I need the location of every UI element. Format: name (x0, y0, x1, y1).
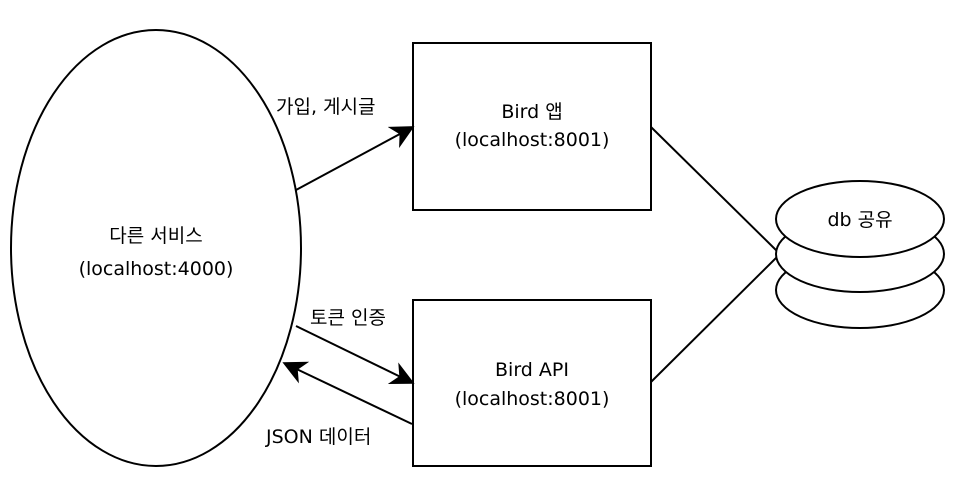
edge-json-data-label: JSON 데이터 (265, 426, 371, 448)
bird-api-box (412, 299, 652, 467)
edge-token-auth: 토큰 인증 (295, 307, 415, 385)
bird-api-name: Bird API (495, 359, 569, 381)
bird-api-address: (localhost:8001) (455, 388, 610, 410)
edge-signup-post-line (295, 126, 415, 191)
bird-app-name: Bird 앱 (501, 101, 562, 123)
database-disk-top (775, 180, 945, 258)
edge-json-data: JSON 데이터 (265, 361, 413, 448)
edge-json-data-line (282, 361, 413, 425)
node-client-service[interactable]: 다른 서비스 (localhost:4000) (10, 29, 302, 467)
edge-token-auth-label: 토큰 인증 (310, 307, 386, 329)
connector-api-to-db (650, 253, 781, 383)
bird-app-box (412, 42, 652, 211)
node-bird-app[interactable]: Bird 앱 (localhost:8001) (412, 42, 652, 211)
client-service-name: 다른 서비스 (109, 225, 202, 247)
database-label: db 공유 (827, 209, 892, 231)
client-service-ellipse (10, 29, 302, 467)
bird-app-address: (localhost:8001) (455, 129, 610, 151)
connector-app-to-db (650, 126, 781, 255)
node-bird-api[interactable]: Bird API (localhost:8001) (412, 299, 652, 467)
edge-token-auth-line (295, 325, 415, 385)
edge-signup-post-label: 가입, 게시글 (276, 96, 375, 118)
edge-signup-post: 가입, 게시글 (276, 96, 415, 191)
node-database[interactable]: db 공유 (775, 180, 945, 329)
client-service-address: (localhost:4000) (79, 258, 234, 280)
